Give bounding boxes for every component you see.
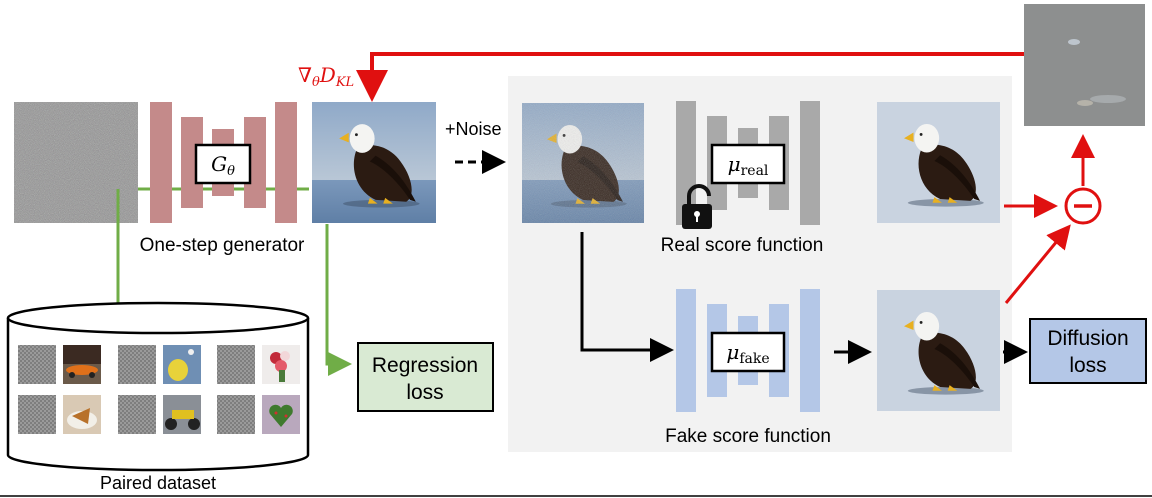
lock-icon: [682, 184, 712, 229]
fake-score-function-label: Fake score function: [665, 426, 831, 447]
diffusion-loss-line2: loss: [1069, 354, 1106, 377]
minus-circle-icon: [1064, 187, 1102, 225]
noise-label: +Noise: [445, 119, 502, 139]
real-output-eagle-image: [877, 102, 1000, 223]
noisy-to-fake-arrow: [580, 232, 674, 362]
diffusion-loss-line1: Diffusion: [1047, 327, 1128, 350]
paired-dataset-label: Paired dataset: [100, 473, 216, 493]
thumb-motorcycle: [163, 395, 201, 434]
real-mu-label: μreal: [728, 152, 769, 179]
regression-loss-box: [357, 342, 494, 412]
thumb-heart: [262, 395, 300, 434]
fake-mu-label: μfake: [726, 340, 769, 367]
gradient-kl-label: ∇θDKL: [298, 63, 354, 90]
generator-label: Gθ: [211, 152, 235, 179]
real-label-box: [710, 143, 786, 185]
generated-eagle-image: [312, 102, 436, 223]
paired-dataset-cylinder: [6, 301, 310, 472]
fake-to-minus-arrow: [1004, 224, 1071, 304]
thumb-food: [63, 395, 101, 434]
fake-output-eagle-image: [877, 290, 1000, 411]
gradient-image: [1024, 4, 1145, 126]
fake-label-box: [710, 331, 786, 373]
generator-label-box: [194, 143, 252, 185]
thumb-lemon: [163, 345, 201, 384]
real-score-function-label: Real score function: [661, 235, 824, 256]
regression-loss-line1: Regression: [372, 354, 478, 377]
thumb-car: [63, 345, 101, 384]
thumb-flowers: [262, 345, 300, 384]
regression-loss-line2: loss: [406, 381, 443, 404]
dataset-thumbnails: [18, 345, 300, 434]
one-step-generator-label: One-step generator: [140, 235, 305, 256]
noisy-eagle-image: [522, 103, 644, 223]
diffusion-loss-box: [1029, 318, 1147, 384]
gradient-arrow: [356, 52, 1024, 102]
